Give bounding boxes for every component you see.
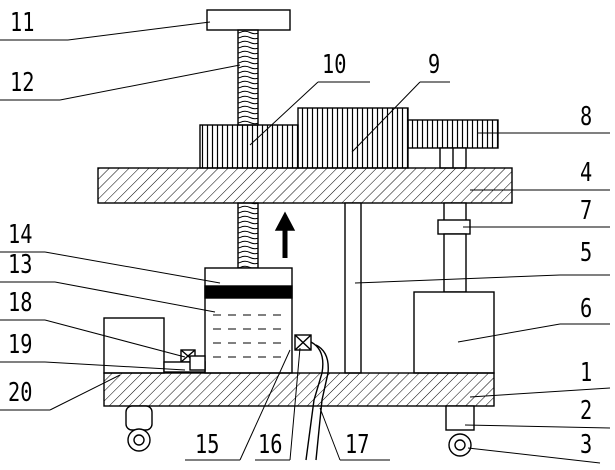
label-6: 6 — [580, 294, 593, 324]
label-3: 3 — [580, 430, 593, 460]
label-9: 9 — [428, 50, 441, 80]
label-8: 8 — [580, 102, 593, 132]
pump-box — [103, 317, 165, 374]
liquid — [213, 314, 281, 358]
label-5: 5 — [580, 238, 593, 268]
label-13: 13 — [8, 250, 33, 280]
gear-8 — [407, 119, 499, 149]
leader-lines — [0, 21, 611, 464]
label-1: 1 — [580, 358, 593, 388]
caster-right-wheel — [448, 433, 472, 457]
handle-plate — [206, 9, 291, 31]
caster-left-wheel — [127, 428, 151, 452]
caster-right-mount — [445, 405, 475, 431]
label-12: 12 — [10, 68, 35, 98]
label-17: 17 — [345, 430, 370, 460]
cylinder-body — [413, 291, 495, 374]
piston — [204, 285, 293, 299]
label-15: 15 — [195, 430, 220, 460]
label-16: 16 — [258, 430, 283, 460]
support-column — [344, 202, 362, 374]
gear-10 — [199, 124, 299, 169]
label-14: 14 — [8, 220, 33, 250]
base-plate — [103, 372, 495, 407]
caster-left-mount — [125, 405, 153, 431]
label-20: 20 — [8, 378, 33, 408]
fitting — [189, 355, 206, 371]
label-7: 7 — [580, 196, 593, 226]
label-19: 19 — [8, 330, 33, 360]
label-4: 4 — [580, 158, 593, 188]
label-18: 18 — [8, 288, 33, 318]
lead-screw-lower — [237, 202, 259, 269]
lead-screw-upper — [237, 29, 259, 126]
label-11: 11 — [10, 8, 35, 38]
telescoping-rod-lower — [443, 233, 467, 293]
upper-plate — [97, 167, 513, 204]
up-arrow-head — [274, 211, 296, 231]
label-10: 10 — [322, 50, 347, 80]
gear-9 — [297, 107, 409, 169]
label-2: 2 — [580, 396, 593, 426]
